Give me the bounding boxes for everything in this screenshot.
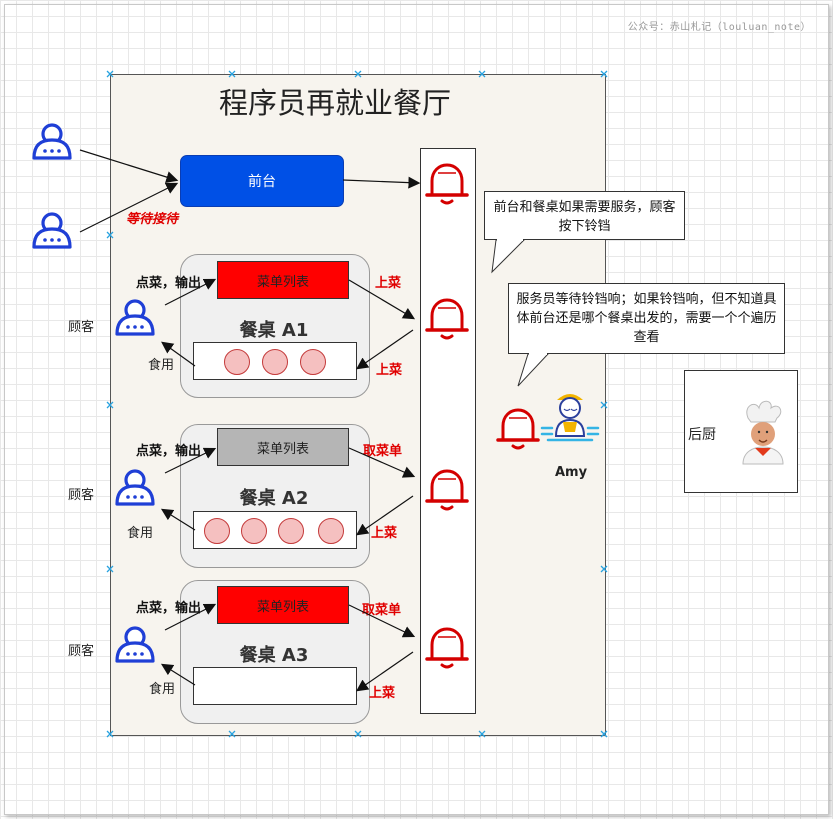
bell-icon	[496, 408, 540, 450]
waiting-label: 等待接待	[126, 212, 179, 227]
front-desk-box[interactable]: 前台	[180, 155, 344, 207]
waiter-icon	[540, 394, 600, 442]
table-a1-menu[interactable]: 菜单列表	[217, 261, 349, 299]
person-icon	[32, 212, 72, 249]
canvas-frame	[4, 4, 829, 815]
table-a1-plates	[193, 342, 357, 380]
person-icon	[115, 626, 155, 663]
bell-icon	[425, 469, 469, 511]
customer-label-a1: 顾客	[68, 320, 95, 335]
serve-label-a1-bottom: 上菜	[376, 363, 403, 378]
chef-icon	[742, 400, 784, 465]
watermark: 公众号：赤山札记（louluan_note）	[627, 22, 811, 33]
table-a3-menu[interactable]: 菜单列表	[217, 586, 349, 624]
take-order-label-a3: 取菜单	[362, 603, 402, 618]
order-output-label-a2: 点菜，输出	[136, 444, 202, 459]
customer-label-a2: 顾客	[68, 488, 95, 503]
plate	[262, 349, 288, 375]
plate	[204, 518, 230, 544]
waiter-name: Amy	[555, 465, 588, 480]
table-a3-name: 餐桌 A3	[239, 645, 309, 666]
eat-label-a2: 食用	[127, 526, 154, 541]
callout-waiter-note: 服务员等待铃铛响；如果铃铛响，但不知道具体前台还是哪个餐桌出发的，需要一个个遍历…	[508, 283, 785, 354]
eat-label-a1: 食用	[148, 358, 175, 373]
person-icon	[115, 299, 155, 336]
callout-bell-note: 前台和餐桌如果需要服务，顾客按下铃铛	[484, 191, 685, 240]
table-a2-menu[interactable]: 菜单列表	[217, 428, 349, 466]
serve-label-a1-top: 上菜	[375, 276, 402, 291]
bell-icon	[425, 298, 469, 340]
table-a1-name: 餐桌 A1	[239, 320, 309, 341]
serve-label-a3: 上菜	[369, 686, 396, 701]
kitchen-box[interactable]	[684, 370, 798, 493]
person-icon	[32, 123, 72, 160]
table-a2-name: 餐桌 A2	[239, 488, 309, 509]
plate	[241, 518, 267, 544]
diagram-title: 程序员再就业餐厅	[218, 86, 451, 120]
plate	[300, 349, 326, 375]
bell-column[interactable]	[420, 148, 476, 714]
eat-label-a3: 食用	[149, 682, 176, 697]
plate	[318, 518, 344, 544]
plate	[278, 518, 304, 544]
table-a2-plates	[193, 511, 357, 549]
customer-label-a3: 顾客	[68, 644, 95, 659]
order-output-label-a1: 点菜，输出	[136, 276, 202, 291]
serve-label-a2: 上菜	[371, 526, 398, 541]
person-icon	[115, 469, 155, 506]
bell-icon	[425, 163, 469, 205]
plate	[224, 349, 250, 375]
kitchen-label: 后厨	[688, 427, 716, 443]
bell-icon	[425, 627, 469, 669]
take-order-label-a2: 取菜单	[363, 444, 403, 459]
order-output-label-a3: 点菜，输出	[136, 601, 202, 616]
